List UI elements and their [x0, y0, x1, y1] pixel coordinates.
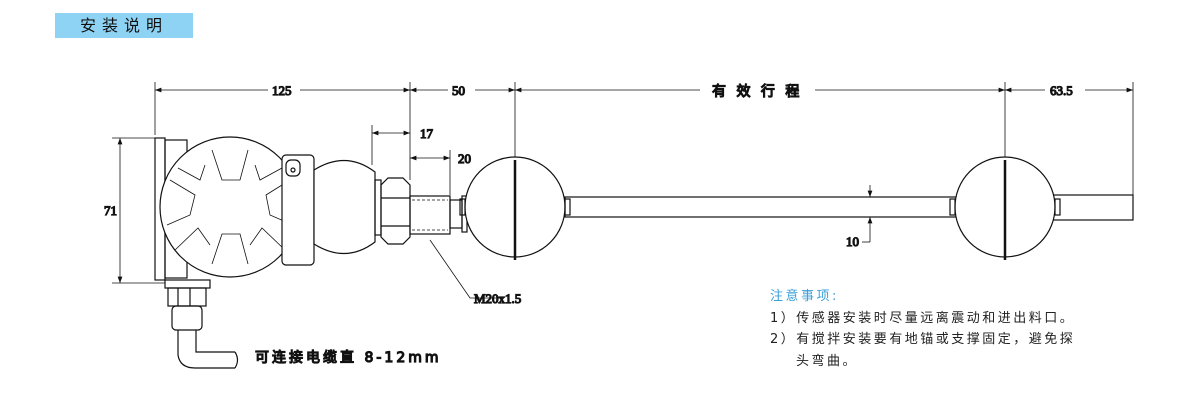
transmitter-housing	[154, 136, 468, 281]
dim-10: 10	[846, 234, 859, 249]
note-item: 2）有搅拌安装要有地锚或支撑固定，避免探	[770, 332, 1076, 347]
dim-125: 125	[272, 83, 292, 98]
notes: 注意事项: 1）传感器安装时尽量远离震动和进出料口。 2）有搅拌安装要有地锚或支…	[770, 286, 1075, 372]
dim-71: 71	[104, 203, 117, 218]
dim-20: 20	[458, 151, 471, 166]
cable-label: 可连接电缆直 8-12mm	[255, 349, 442, 366]
thread-label: M20x1.5	[474, 291, 521, 306]
dim-effective-stroke: 有 效 行 程	[712, 84, 802, 100]
dim-17: 17	[420, 126, 434, 141]
note-item: 1）传感器安装时尽量远离震动和进出料口。	[770, 310, 1076, 326]
section-title: 安装说明	[55, 13, 193, 38]
probe-rod	[459, 156, 1134, 260]
cable-gland	[164, 279, 239, 369]
dim-63-5: 63.5	[1050, 83, 1073, 98]
note-item: 头弯曲。	[796, 353, 859, 369]
top-dimensions	[112, 82, 1134, 299]
notes-heading: 注意事项:	[770, 289, 839, 304]
dim-50: 50	[452, 83, 465, 98]
